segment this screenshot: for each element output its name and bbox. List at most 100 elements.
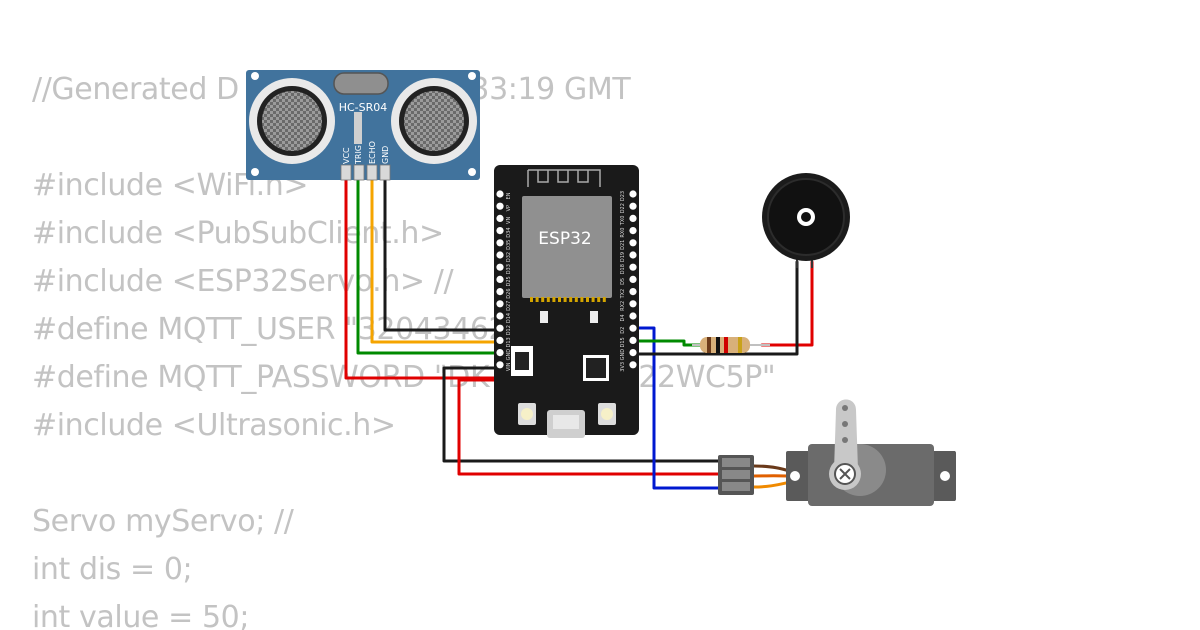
board-pin[interactable] bbox=[629, 349, 637, 357]
sensor-pin-trig: TRIG bbox=[354, 145, 363, 165]
board-pin[interactable] bbox=[629, 312, 637, 320]
code-line: #include <PubSubClient.h> bbox=[32, 216, 444, 251]
board-pin-label: D33 bbox=[506, 264, 512, 274]
board-pin[interactable] bbox=[496, 349, 504, 357]
board-pin[interactable] bbox=[496, 263, 504, 271]
code-editor-background: //Generated D 2023 04:33:19 GMT#include … bbox=[32, 66, 776, 630]
board-pin-label: D22 bbox=[620, 203, 626, 213]
board-pin[interactable] bbox=[629, 324, 637, 332]
wire-vcc[interactable] bbox=[344, 178, 502, 380]
board-pin[interactable] bbox=[496, 227, 504, 235]
board-pin[interactable] bbox=[629, 275, 637, 283]
code-line: #define MQTT_PASSWORD "DK XYU22WC5P" bbox=[32, 360, 776, 395]
wire-servo-signal[interactable] bbox=[628, 326, 724, 490]
board-pin[interactable] bbox=[496, 275, 504, 283]
board-pin-label: D18 bbox=[620, 264, 626, 274]
module-pad bbox=[586, 297, 589, 302]
board-pin-label: D5 bbox=[620, 278, 626, 285]
board-pin-label: VN bbox=[506, 217, 512, 224]
module-pad bbox=[541, 297, 545, 302]
module-pad bbox=[569, 297, 573, 302]
board-pin-label: D12 bbox=[506, 325, 512, 335]
board-pin[interactable] bbox=[629, 227, 637, 235]
board-pin-label: D4 bbox=[620, 314, 626, 321]
board-pin[interactable] bbox=[496, 190, 504, 198]
board-pin-label: TX2 bbox=[620, 289, 626, 300]
module-pad bbox=[535, 297, 539, 302]
board-pin-label: D23 bbox=[620, 191, 626, 201]
code-line: int dis = 0; bbox=[32, 552, 193, 587]
sensor-label: HC-SR04 bbox=[339, 101, 388, 114]
board-pin[interactable] bbox=[496, 251, 504, 259]
board-pin-label: D15 bbox=[620, 337, 626, 347]
board-pin-label: D32 bbox=[506, 252, 512, 262]
board-pin[interactable] bbox=[496, 324, 504, 332]
module-pad bbox=[563, 297, 567, 302]
buzzer-icon[interactable] bbox=[762, 173, 850, 268]
board-pin[interactable] bbox=[629, 288, 637, 296]
board-pin-label: RX0 bbox=[620, 228, 626, 238]
board-pin[interactable] bbox=[629, 263, 637, 271]
board-pin-label: D27 bbox=[506, 301, 512, 311]
module-pad bbox=[546, 297, 550, 302]
board-pin-label: D25 bbox=[506, 276, 512, 286]
board-label: ESP32 bbox=[538, 229, 591, 249]
board-pin-label: D26 bbox=[506, 288, 512, 298]
board-pin[interactable] bbox=[496, 312, 504, 320]
board-pin[interactable] bbox=[496, 361, 504, 369]
board-pin[interactable] bbox=[629, 190, 637, 198]
module-pad bbox=[574, 297, 578, 302]
wire-servo-gnd[interactable] bbox=[442, 366, 724, 463]
board-pin[interactable] bbox=[629, 300, 637, 308]
board-pin-label: VIN bbox=[506, 362, 512, 371]
board-pin[interactable] bbox=[496, 214, 504, 222]
code-line: int value = 50; bbox=[32, 600, 250, 630]
board-pin[interactable] bbox=[496, 336, 504, 344]
wire-buzzer-gnd[interactable] bbox=[628, 260, 799, 356]
board-pin-label: D19 bbox=[620, 252, 626, 262]
sensor-pin-echo: ECHO bbox=[368, 141, 377, 164]
esp32-board-icon[interactable]: ESP32 ENVPVND34D35D32D33D25D26D27D14D12D… bbox=[494, 165, 639, 438]
board-pin-label: VP bbox=[506, 205, 512, 211]
ultrasonic-sensor-icon[interactable]: HC-SR04 VCC TRIG ECHO GND bbox=[246, 70, 480, 181]
module-pad bbox=[580, 297, 584, 302]
wire-echo[interactable] bbox=[370, 178, 502, 344]
board-pin[interactable] bbox=[496, 288, 504, 296]
board-pin-label: D2 bbox=[620, 327, 626, 334]
board-pin[interactable] bbox=[629, 361, 637, 369]
board-pin[interactable] bbox=[629, 251, 637, 259]
wire-sensor-gnd[interactable] bbox=[383, 178, 502, 332]
servo-icon[interactable] bbox=[718, 399, 956, 507]
board-pin-label: GND bbox=[506, 349, 512, 361]
board-pin[interactable] bbox=[496, 202, 504, 210]
board-pin[interactable] bbox=[629, 336, 637, 344]
board-pin[interactable] bbox=[629, 239, 637, 247]
wire-buzzer-plus[interactable] bbox=[760, 260, 814, 347]
sensor-pin-vcc: VCC bbox=[342, 147, 351, 164]
module-pad bbox=[552, 297, 556, 302]
board-pin[interactable] bbox=[496, 300, 504, 308]
board-pin-label: GND bbox=[620, 349, 626, 361]
wire-servo-vin[interactable] bbox=[457, 378, 724, 476]
board-pin-label: EN bbox=[506, 192, 512, 199]
module-pad bbox=[597, 297, 601, 302]
board-pin[interactable] bbox=[629, 202, 637, 210]
module-pad bbox=[602, 297, 606, 302]
wire-trig[interactable] bbox=[356, 178, 502, 355]
code-line: #include <Ultrasonic.h> bbox=[32, 408, 396, 443]
board-pin[interactable] bbox=[496, 239, 504, 247]
board-pin-label: RX2 bbox=[620, 301, 626, 311]
wire-resistor-in[interactable] bbox=[628, 339, 702, 347]
module-pad bbox=[591, 297, 595, 302]
sensor-pin-gnd: GND bbox=[381, 146, 390, 164]
board-pin-label: D13 bbox=[506, 337, 512, 347]
board-pin-label: 3V3 bbox=[620, 362, 626, 372]
board-pin[interactable] bbox=[629, 214, 637, 222]
board-pin-label: D21 bbox=[620, 240, 626, 250]
module-pad bbox=[530, 297, 533, 302]
board-pin-label: TX0 bbox=[620, 216, 626, 227]
resistor-icon[interactable] bbox=[692, 337, 770, 353]
board-pin-label: D14 bbox=[506, 313, 512, 323]
